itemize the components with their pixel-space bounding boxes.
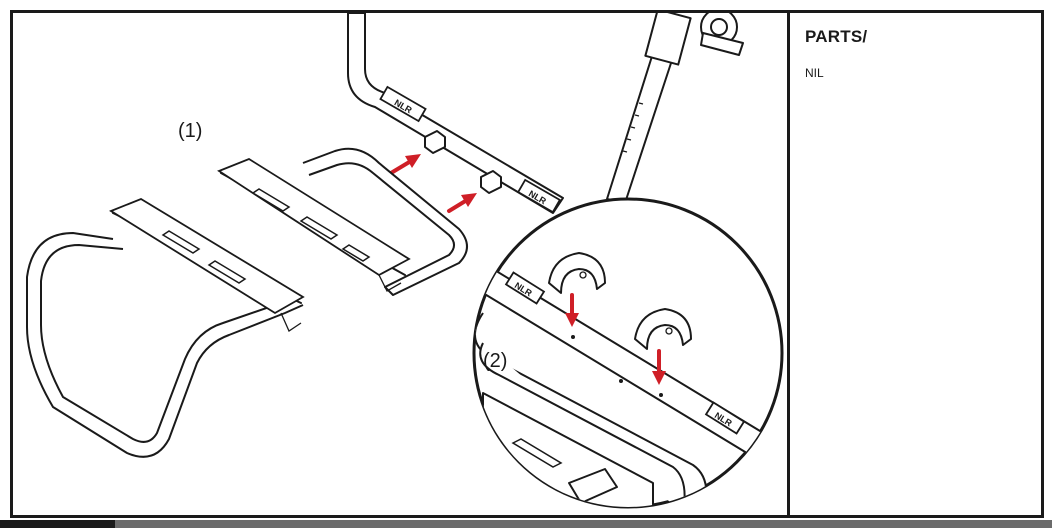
assembly-drawing: NLR NLR	[26, 13, 784, 509]
parts-heading: PARTS/	[805, 27, 868, 46]
footer-bar-dark-segment	[0, 520, 115, 528]
page-frame	[10, 10, 1044, 518]
upper-frame: NLR NLR	[347, 13, 564, 214]
upright-post	[606, 13, 744, 204]
footer-bar-grey-segment	[115, 520, 1052, 528]
seat-frame	[26, 147, 468, 458]
detail-circle: NLR NLR	[472, 197, 784, 509]
insert-arrows	[389, 154, 477, 213]
step-2-label: (2)	[483, 350, 507, 372]
parts-value: NIL	[805, 66, 824, 80]
step-1-label: (1)	[178, 120, 202, 142]
parts-panel: PARTS/ NIL	[790, 13, 1041, 515]
assembly-illustration: NLR NLR	[13, 13, 787, 515]
footer-bar	[0, 518, 1052, 528]
column-divider	[787, 10, 790, 518]
